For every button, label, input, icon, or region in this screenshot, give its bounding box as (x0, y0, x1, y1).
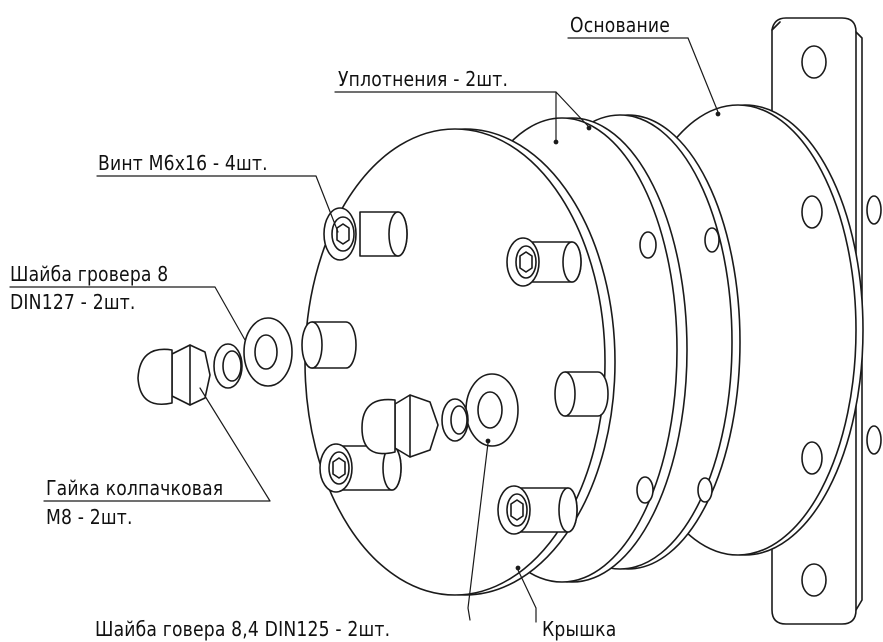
pin-left (301, 321, 357, 369)
label-cap-nut-line2: М8 - 2шт. (46, 505, 133, 529)
washer-center (465, 373, 519, 447)
grover-washer-center (441, 398, 469, 442)
screw-bottom-left (319, 443, 402, 493)
cap-nut-center (361, 394, 439, 458)
label-grover-line1: Шайба гровера 8 (10, 262, 169, 286)
label-grover-line2: DIN127 - 2шт. (10, 290, 136, 314)
label-seals: Уплотнения - 2шт. (338, 67, 509, 91)
grover-washer-left (213, 343, 243, 389)
label-cap-nut-line1: Гайка колпачковая (46, 476, 224, 500)
pin-right (554, 371, 609, 417)
screw-bottom-right (497, 485, 578, 535)
label-screw: Винт М6х16 - 4шт. (98, 151, 268, 175)
label-washer: Шайба говера 8,4 DIN125 - 2шт. (95, 617, 391, 641)
screw-top-left (323, 207, 408, 261)
cap-nut-left (137, 344, 211, 406)
leader-lines (9, 37, 721, 623)
washer-left (243, 317, 293, 387)
label-base: Основание (570, 13, 671, 37)
label-cover: Крышка (542, 617, 617, 641)
screw-top-right (506, 237, 582, 287)
